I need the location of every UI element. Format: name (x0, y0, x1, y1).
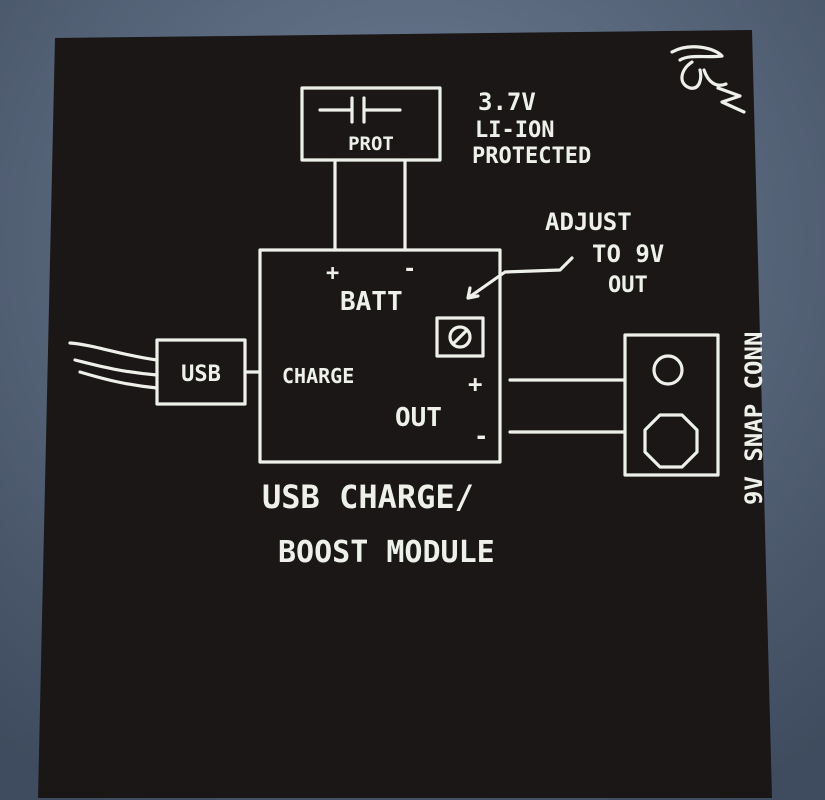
batt-plus-label: + (326, 261, 339, 286)
svg-text:PROTECTED: PROTECTED (472, 144, 591, 169)
module-caption: USB CHARGE/ BOOST MODULE (262, 478, 495, 570)
usb-label: USB (181, 362, 221, 387)
out-plus-label: + (468, 370, 482, 398)
svg-text:OUT: OUT (608, 273, 648, 298)
signature-logo (670, 45, 746, 114)
svg-text:ADJUST: ADJUST (545, 208, 632, 236)
battery-box: PROT (300, 86, 442, 162)
out-minus-label: - (474, 422, 488, 450)
batt-minus-label: - (403, 257, 416, 282)
snap-label: 9V SNAP CONN (740, 332, 768, 505)
svg-text:BOOST MODULE: BOOST MODULE (278, 535, 495, 570)
battery-label: PROT (348, 133, 394, 155)
adjust-note: ADJUST TO 9V OUT (466, 208, 664, 300)
output-wires (508, 378, 627, 434)
arrow-icon (466, 256, 574, 300)
battery-wires (333, 158, 407, 252)
svg-text:TO 9V: TO 9V (592, 240, 664, 268)
9v-snap-connector (623, 333, 720, 477)
svg-text:LI-ION: LI-ION (475, 118, 554, 143)
usb-connector: USB (68, 338, 262, 406)
batt-label: BATT (340, 287, 403, 317)
capacitor-symbol-icon (318, 96, 402, 124)
charge-label: CHARGE (282, 364, 354, 388)
out-label: OUT (395, 403, 442, 433)
module-box: + - BATT CHARGE OUT + - (258, 248, 502, 464)
trimmer-potentiometer-icon (435, 316, 485, 358)
usb-cable (68, 341, 159, 390)
battery-note: 3.7V LI-ION PROTECTED (472, 88, 591, 169)
svg-text:3.7V: 3.7V (478, 88, 536, 116)
svg-text:USB CHARGE/: USB CHARGE/ (262, 478, 474, 516)
black-paper (38, 30, 772, 798)
